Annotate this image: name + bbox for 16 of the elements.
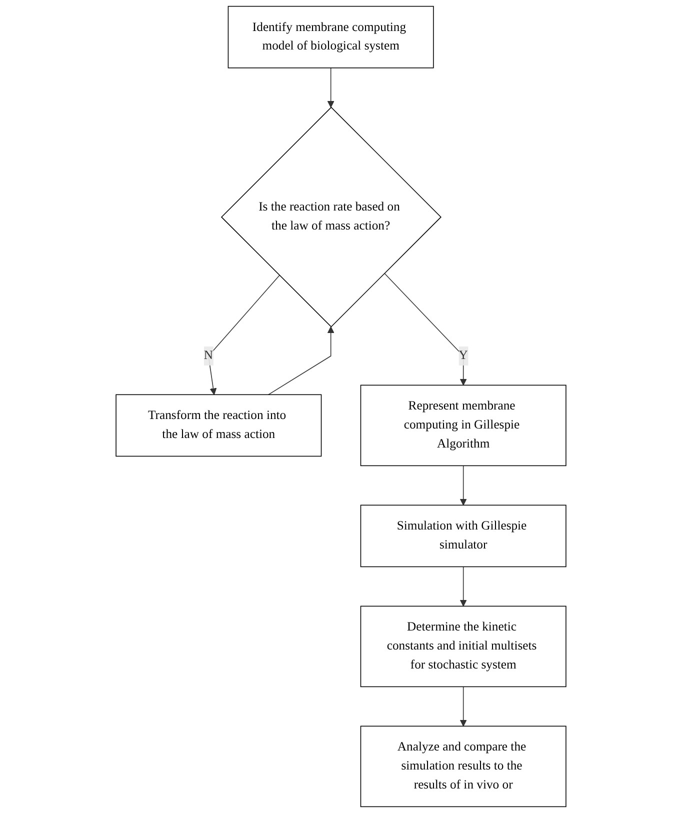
arrow [208,275,280,395]
arrow [460,465,467,506]
node-box: Simulation with Gillespie simulator [360,504,566,568]
node-box: Determine the kinetic constants and initial multisets for stochastic system [360,606,566,688]
arrow [268,326,334,396]
node-box: Represent membrane computing in Gillespie Algorithm [360,384,566,466]
node-box: Transform the reaction into the law of mass action [116,394,322,457]
arrow [460,686,467,726]
arrow [384,272,467,386]
node-box: Identify membrane computing model of biological system [228,6,434,68]
arrow [327,67,334,108]
node-box: Analyze and compare the simulation results to the results of in vivo or [360,726,566,808]
node-diamond: Is the reaction rate based on the law of mass action? [220,106,442,328]
edge-label: N [204,348,214,362]
arrow [460,566,467,607]
edge-label: Y [458,348,468,362]
